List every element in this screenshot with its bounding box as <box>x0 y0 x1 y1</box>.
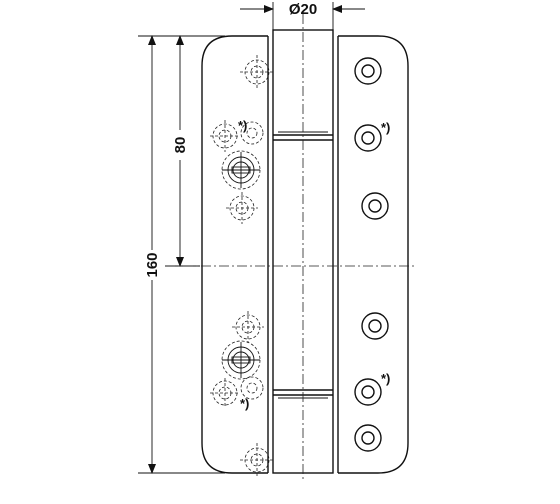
left-leaf-outline <box>201 35 268 474</box>
hidden-hole <box>232 311 264 343</box>
note-marker: *) <box>381 120 390 135</box>
screw-hole <box>354 57 382 85</box>
note-marker: *) <box>381 371 390 386</box>
hidden-hole <box>210 378 240 408</box>
diameter-dimension: Ø20 <box>240 1 365 32</box>
screw-hole <box>361 192 389 220</box>
hinge-barrel <box>267 14 339 480</box>
right-leaf-outline <box>338 35 409 474</box>
total-height-label: 160 <box>144 252 161 277</box>
note-marker: *) <box>238 118 247 133</box>
screw-hole <box>354 378 382 406</box>
left-hidden-holes <box>210 55 274 477</box>
screw-hole <box>361 312 389 340</box>
adjustment-screw <box>221 340 261 380</box>
right-screw-holes <box>354 57 389 452</box>
half-height-label: 80 <box>172 137 189 154</box>
hidden-hole <box>240 376 264 400</box>
hidden-hole <box>240 443 274 477</box>
hidden-hole <box>240 55 274 89</box>
screw-hole <box>354 424 382 452</box>
total-height-dimension: 160 <box>138 35 225 474</box>
hidden-hole <box>226 192 258 224</box>
hidden-hole <box>210 120 240 152</box>
diameter-label: Ø20 <box>289 1 317 18</box>
adjustment-screw <box>221 150 261 190</box>
note-marker: *) <box>240 396 249 411</box>
screw-hole <box>354 124 382 152</box>
hidden-hole <box>240 121 264 145</box>
half-height-dimension: 80 <box>165 35 200 267</box>
